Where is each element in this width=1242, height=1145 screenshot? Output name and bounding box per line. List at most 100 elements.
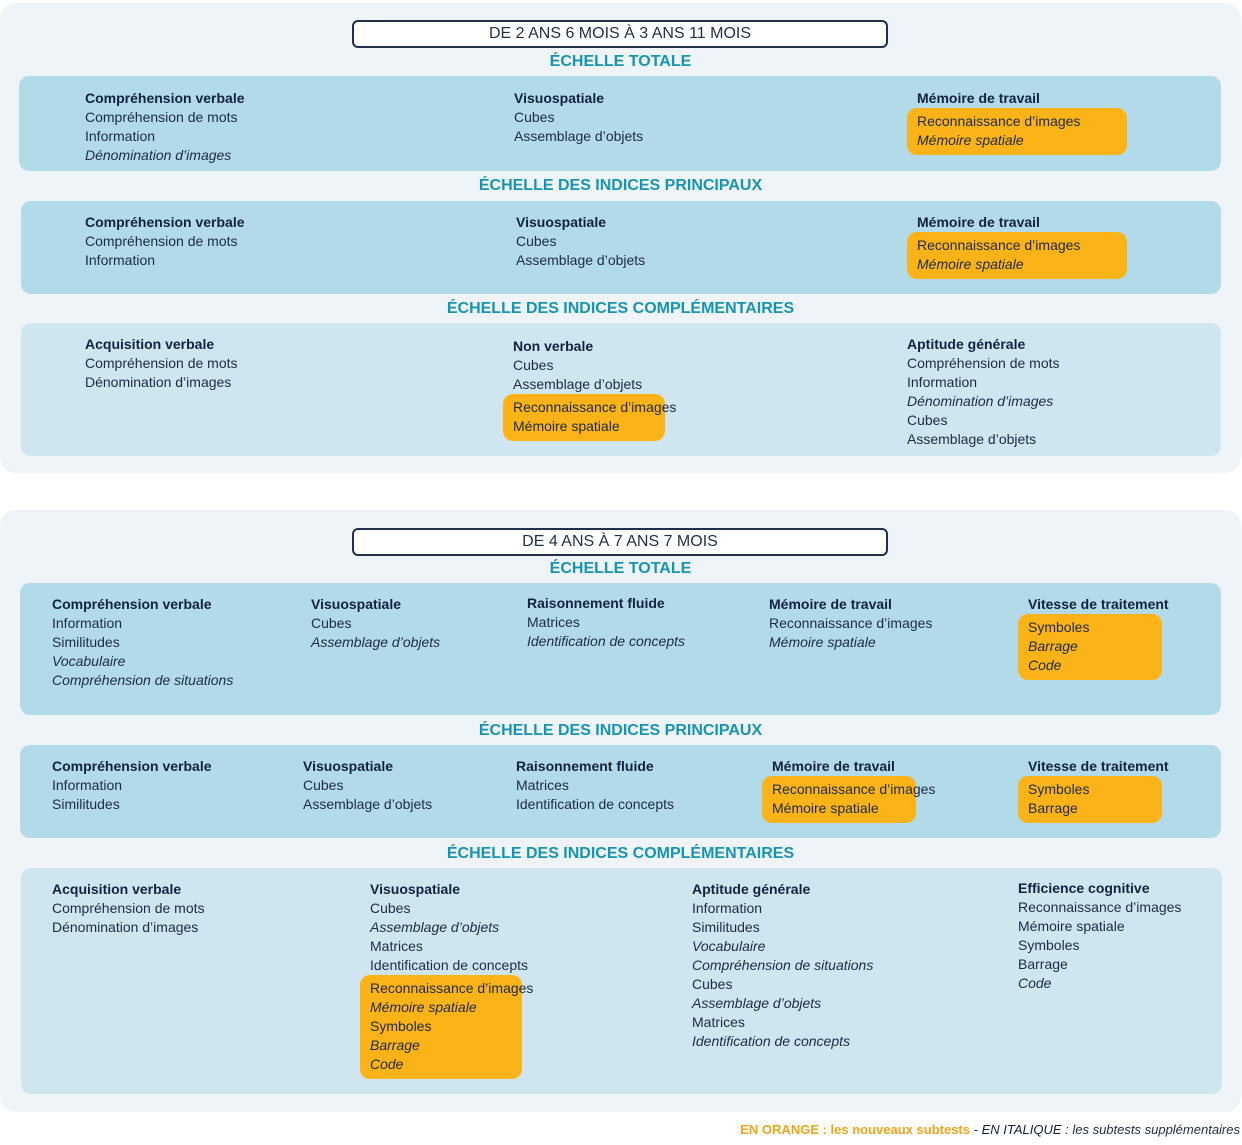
subtest-item: Reconnaissance d’images xyxy=(772,781,936,797)
subtest-item: Cubes xyxy=(514,109,555,125)
subtest-item: Identification de concepts xyxy=(527,633,685,649)
column-heading: Visuospatiale xyxy=(514,90,605,106)
legend-italic-text: : les subtests supplémentaires xyxy=(1061,1122,1240,1137)
subtest-item: Similitudes xyxy=(692,919,760,935)
scale-title-principaux: ÉCHELLE DES INDICES PRINCIPAUX xyxy=(478,177,763,194)
scale-title-complementaires: ÉCHELLE DES INDICES COMPLÉMENTAIRES xyxy=(446,845,795,862)
column-heading: Aptitude générale xyxy=(692,881,811,897)
subtest-item: Matrices xyxy=(370,938,423,954)
scale-title-totale: ÉCHELLE TOTALE xyxy=(549,53,692,70)
column-heading: Efficience cognitive xyxy=(1018,880,1150,896)
column-heading: Mémoire de travail xyxy=(917,214,1040,230)
subtest-item: Information xyxy=(52,777,123,793)
column-heading: Visuospatiale xyxy=(311,596,402,612)
subtest-item: Mémoire spatiale xyxy=(1018,918,1125,934)
subtest-item: Similitudes xyxy=(52,796,120,812)
subtest-item: Compréhension de mots xyxy=(85,233,238,249)
column-heading: Vitesse de traitement xyxy=(1028,758,1169,774)
subtest-item: Assemblage d’objets xyxy=(516,252,646,268)
subtest-item: Matrices xyxy=(527,614,580,630)
subtest-item: Identification de concepts xyxy=(370,957,528,973)
subtest-item: Similitudes xyxy=(52,634,120,650)
subtest-item: Barrage xyxy=(1028,800,1078,816)
subtest-item: Mémoire spatiale xyxy=(772,800,879,816)
subtest-item: Assemblage d’objets xyxy=(513,376,643,392)
column-heading: Mémoire de travail xyxy=(772,758,895,774)
column-heading: Visuospatiale xyxy=(303,758,394,774)
subtest-item: Assemblage d’objets xyxy=(311,634,441,650)
subtest-item: Cubes xyxy=(516,233,557,249)
subtest-item: Symboles xyxy=(370,1018,432,1034)
column-heading: Acquisition verbale xyxy=(52,881,182,897)
subtest-item: Matrices xyxy=(692,1014,745,1030)
subtest-item: Assemblage d’objets xyxy=(303,796,433,812)
section-4y-7y7m: DE 4 ANS À 7 ANS 7 MOIS ÉCHELLE TOTALE C… xyxy=(0,510,1241,1112)
subtest-item: Cubes xyxy=(513,357,554,373)
subtest-item: Compréhension de situations xyxy=(692,957,874,973)
subtest-item: Cubes xyxy=(907,412,948,428)
subtest-item: Cubes xyxy=(303,777,344,793)
legend-orange: EN ORANGE : les nouveaux subtests xyxy=(740,1122,970,1137)
subtest-item: Cubes xyxy=(370,900,411,916)
column-heading: Raisonnement fluide xyxy=(527,595,665,611)
subtest-item: Assemblage d’objets xyxy=(907,431,1037,447)
subtest-item: Cubes xyxy=(311,615,352,631)
subtest-item: Reconnaissance d’images xyxy=(917,113,1081,129)
column-heading: Visuospatiale xyxy=(370,881,461,897)
subtest-item: Assemblage d’objets xyxy=(692,995,822,1011)
subtest-item: Dénomination d’images xyxy=(85,147,232,163)
subtest-item: Mémoire spatiale xyxy=(513,418,620,434)
column-heading: Mémoire de travail xyxy=(917,90,1040,106)
subtest-item: Symboles xyxy=(1018,937,1080,953)
subtest-item: Reconnaissance d’images xyxy=(1018,899,1182,915)
column-heading: Compréhension verbale xyxy=(52,758,212,774)
subtest-item: Compréhension de mots xyxy=(85,355,238,371)
subtest-item: Identification de concepts xyxy=(516,796,674,812)
subtest-item: Mémoire spatiale xyxy=(769,634,876,650)
age-range-label: DE 4 ANS À 7 ANS 7 MOIS xyxy=(352,528,888,556)
subtest-item: Code xyxy=(370,1056,404,1072)
subtest-item: Assemblage d’objets xyxy=(370,919,500,935)
subtest-item: Compréhension de situations xyxy=(52,672,234,688)
subtest-item: Barrage xyxy=(370,1037,420,1053)
subtest-item: Barrage xyxy=(1018,956,1068,972)
subtest-item: Reconnaissance d’images xyxy=(513,399,677,415)
subtest-item: Compréhension de mots xyxy=(907,355,1060,371)
column-heading: Mémoire de travail xyxy=(769,596,892,612)
column-heading: Vitesse de traitement xyxy=(1028,596,1169,612)
column-heading: Aptitude générale xyxy=(907,336,1026,352)
age-range-label: DE 2 ANS 6 MOIS À 3 ANS 11 MOIS xyxy=(352,20,888,48)
scale-title-principaux: ÉCHELLE DES INDICES PRINCIPAUX xyxy=(478,722,763,739)
subtest-item: Cubes xyxy=(692,976,733,992)
column-heading: Compréhension verbale xyxy=(52,596,212,612)
legend-italic-label: EN ITALIQUE xyxy=(981,1122,1062,1137)
subtest-item: Symboles xyxy=(1028,781,1090,797)
subtest-item: Barrage xyxy=(1028,638,1078,654)
subtest-item: Reconnaissance d’images xyxy=(917,237,1081,253)
subtest-item: Information xyxy=(907,374,978,390)
